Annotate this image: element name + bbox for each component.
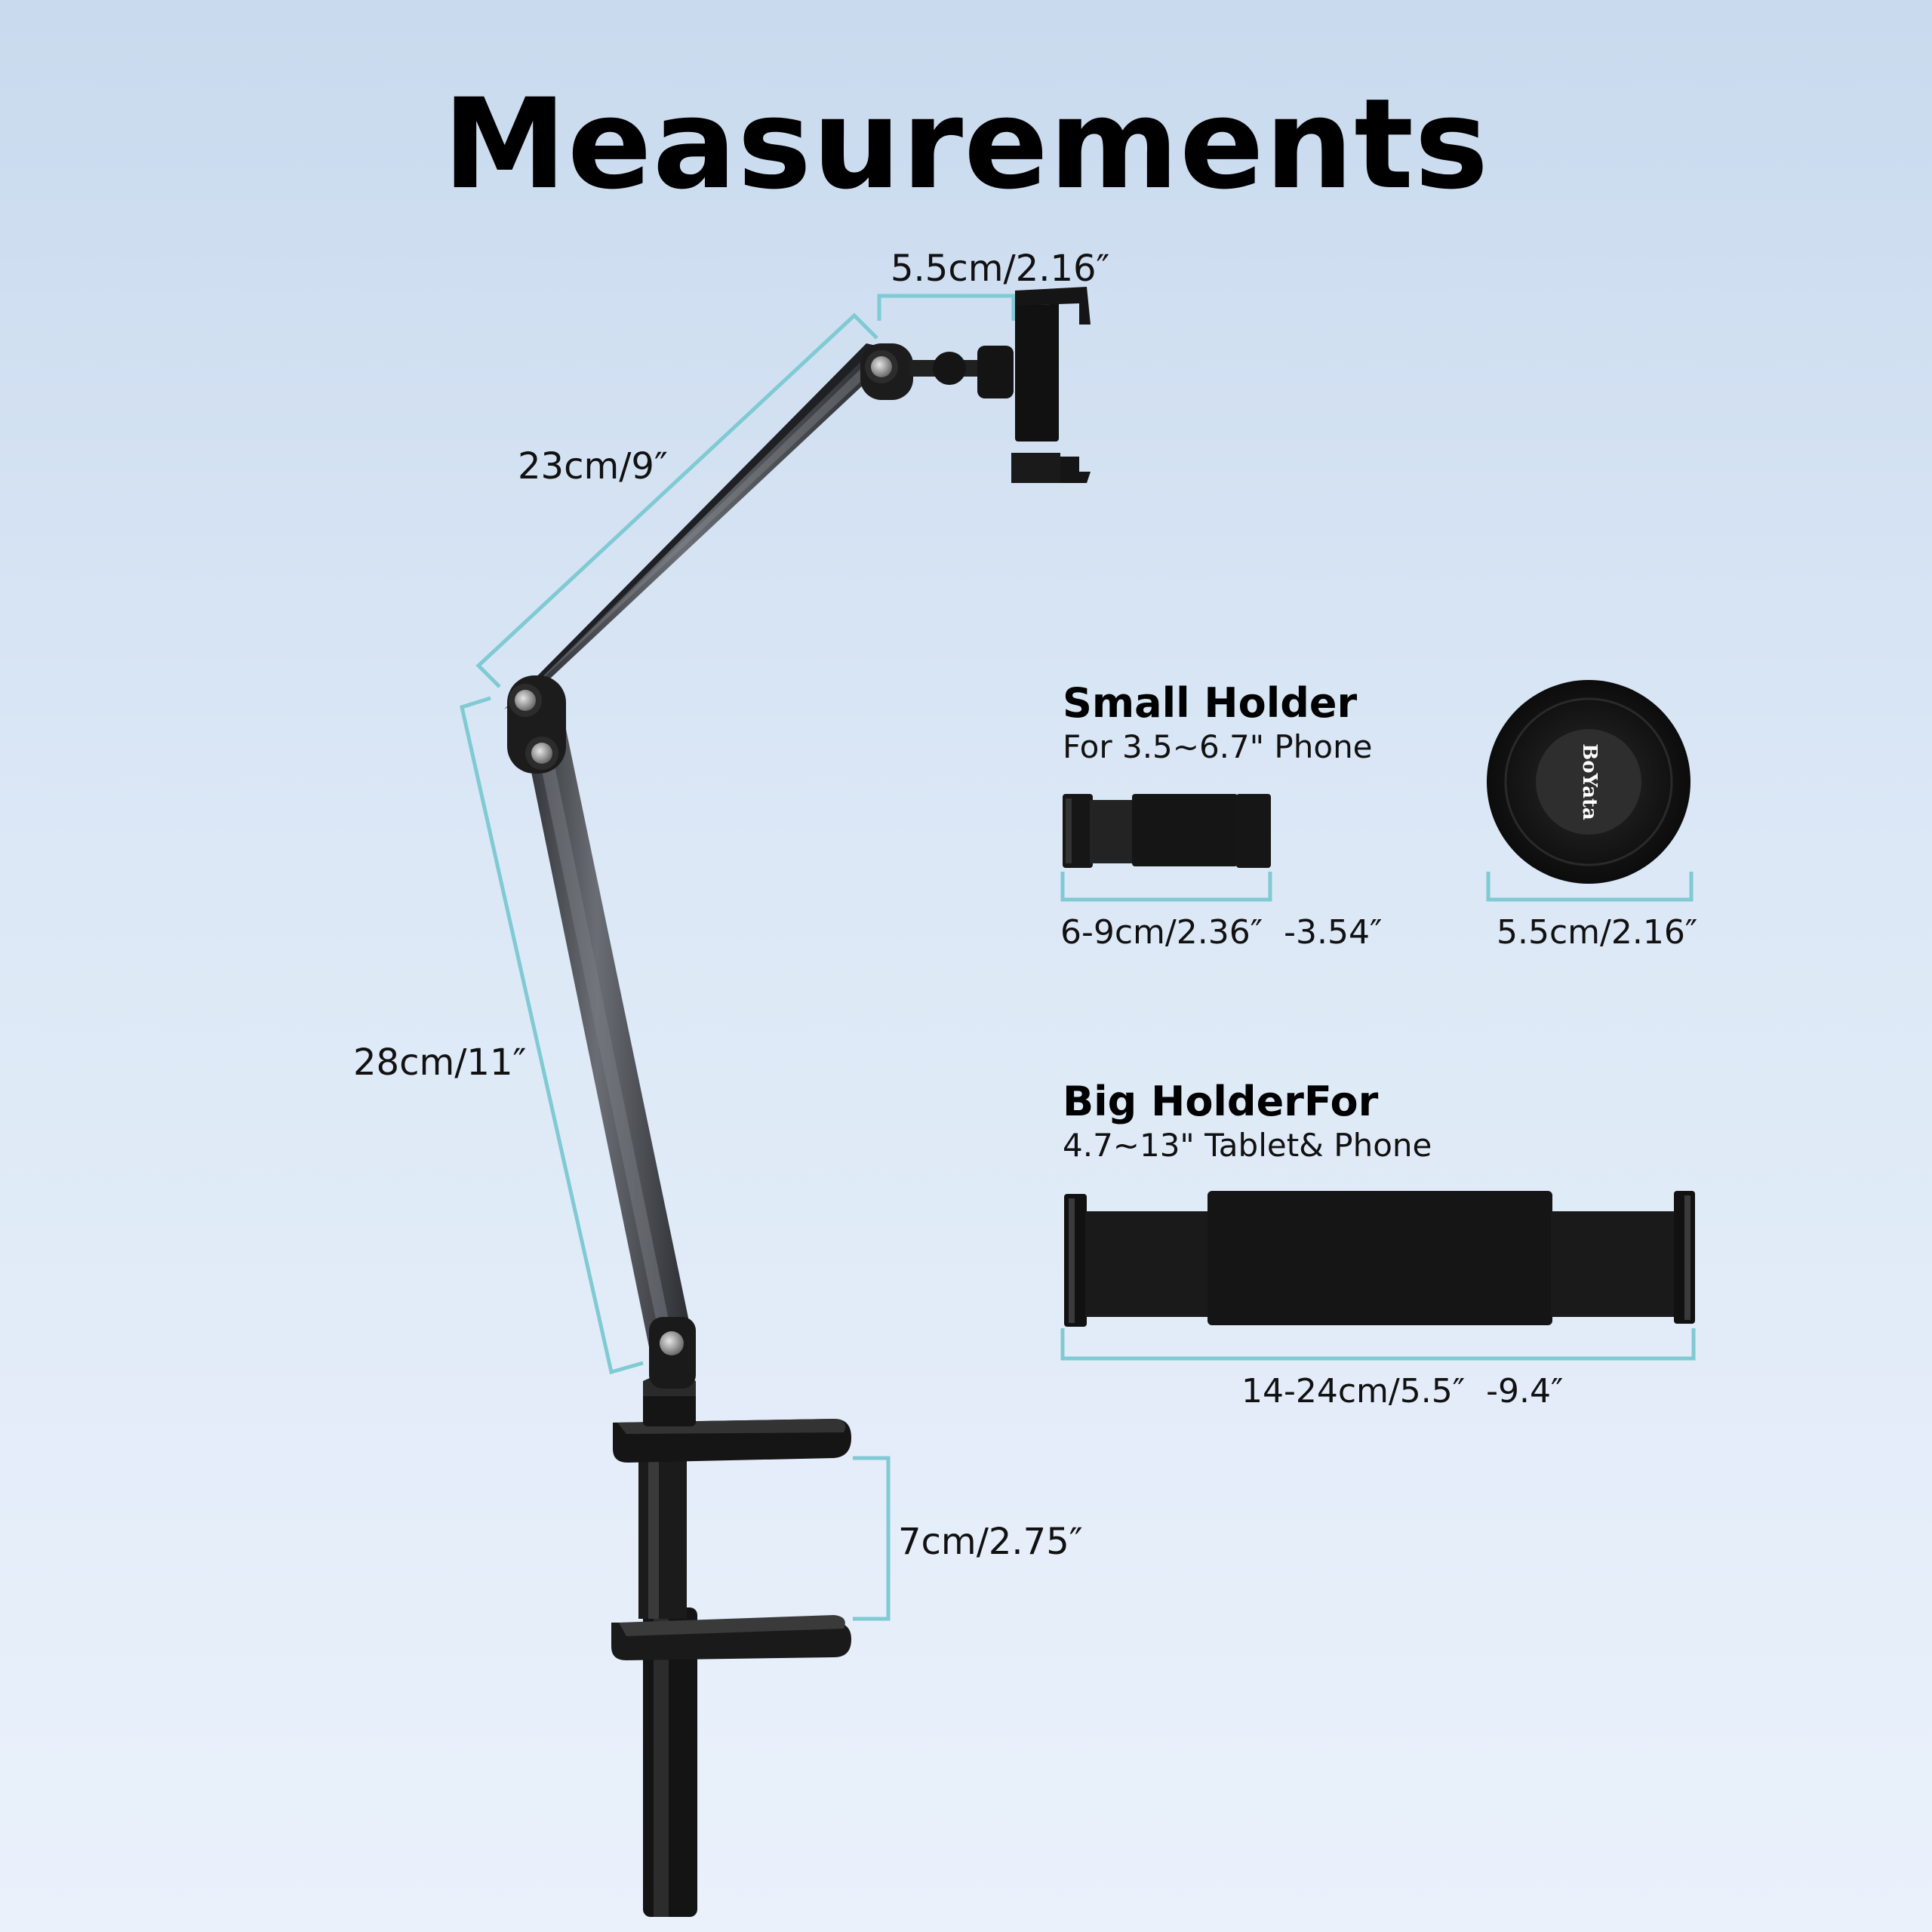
big-holder-subtitle: 4.7~13" Tablet& Phone	[1063, 1127, 1432, 1164]
holder-width-label: 5.5cm/2.16″	[891, 248, 1110, 290]
head-joint	[860, 343, 1014, 400]
small-holder-subtitle: For 3.5~6.7" Phone	[1063, 728, 1373, 765]
small-holder-dimension-line	[1060, 872, 1272, 902]
page-title: Measurements	[442, 72, 1490, 217]
magnet-base-diameter-label: 5.5cm/2.16″	[1497, 913, 1698, 952]
upper-arm-label: 23cm/9″	[518, 445, 668, 488]
brand-logo: BoYata	[1578, 743, 1601, 820]
elbow-joint	[507, 675, 566, 774]
big-holder-range-label: 14-24cm/5.5″ -9.4″	[1241, 1372, 1564, 1411]
dimension-lines	[460, 294, 1696, 1621]
desk-clamp	[611, 1374, 851, 1917]
magnet-base-image: BoYata	[1487, 680, 1690, 884]
arm-phone-holder	[1011, 287, 1091, 483]
big-holder-image	[1064, 1191, 1695, 1327]
lower-arm	[518, 700, 696, 1389]
big-holder-heading: Big HolderFor	[1063, 1078, 1379, 1125]
small-holder-range-label: 6-9cm/2.36″ -3.54″	[1060, 913, 1383, 952]
big-holder-dimension-line	[1060, 1328, 1696, 1361]
upper-arm	[504, 343, 898, 709]
small-holder-heading: Small Holder	[1063, 679, 1358, 727]
holder-width-dimension-line	[877, 294, 1016, 321]
small-holder-image	[1063, 794, 1271, 868]
clamp-range-dimension-line	[853, 1456, 891, 1621]
lower-arm-label: 28cm/11″	[353, 1041, 527, 1084]
lower-arm-dimension-line	[460, 696, 644, 1375]
magnet-base-dimension-line	[1486, 872, 1694, 902]
clamp-range-label: 7cm/2.75″	[898, 1521, 1083, 1563]
upper-arm-dimension-line	[475, 312, 878, 688]
